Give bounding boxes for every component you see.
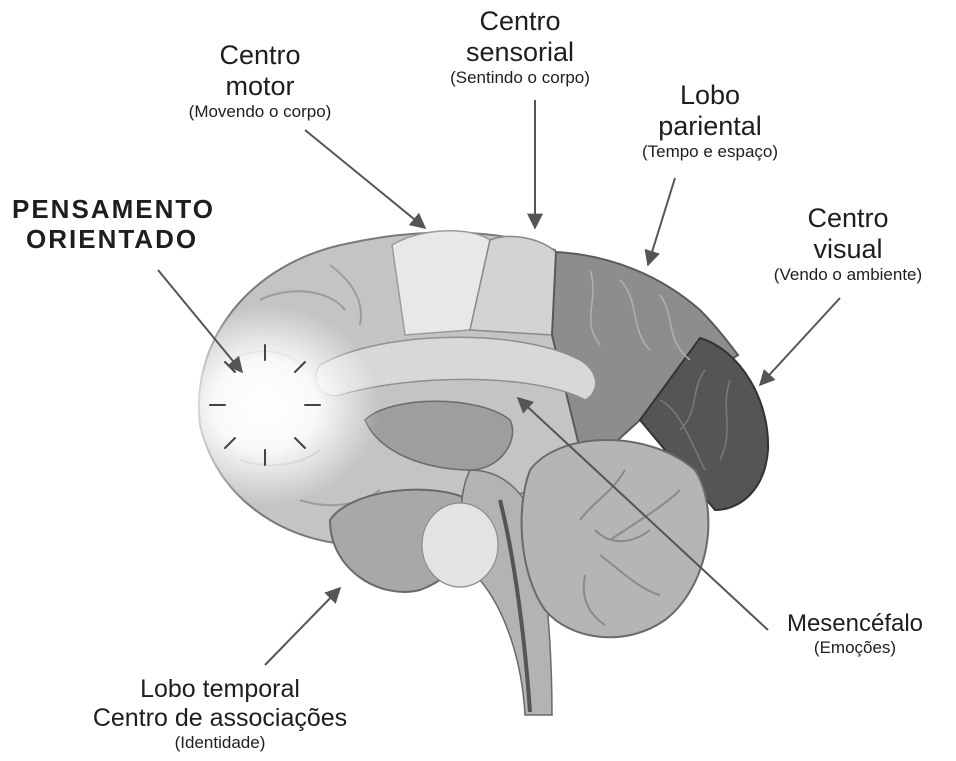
label-sensory: Centro sensorial (Sentindo o corpo): [410, 6, 630, 88]
label-visual: Centro visual (Vendo o ambiente): [742, 203, 954, 285]
label-temporal-sub: (Identidade): [174, 732, 266, 752]
label-temporal-line2: Centro de associações: [92, 703, 348, 732]
label-visual-line1: Centro: [807, 203, 889, 233]
label-thinking-line1: PENSAMENTO: [12, 194, 215, 224]
parietal-arrow: [644, 177, 676, 267]
temporal-arrow: [264, 586, 342, 666]
occipital-lobe: [638, 336, 770, 512]
label-motor-sub: (Movendo o corpo): [188, 102, 332, 122]
label-sensory-line2: sensorial: [465, 37, 575, 68]
thinking-glow: [150, 305, 380, 505]
label-visual-line2: visual: [813, 234, 883, 265]
label-parietal-line1: Lobo: [679, 80, 741, 110]
label-midbrain: Mesencéfalo (Emoções): [760, 610, 950, 657]
label-visual-sub: (Vendo o ambiente): [773, 265, 923, 285]
label-parietal-line2: pariental: [658, 111, 762, 142]
label-motor: Centro motor (Movendo o corpo): [150, 40, 370, 122]
midbrain-arrow: [516, 396, 769, 631]
thalamus: [364, 400, 514, 471]
label-thinking: PENSAMENTO ORIENTADO: [12, 194, 215, 255]
parietal-lobe: [550, 250, 740, 472]
label-temporal: Lobo temporal Centro de associações (Ide…: [60, 675, 380, 752]
visual-arrow: [758, 297, 841, 387]
label-thinking-line2: ORIENTADO: [26, 223, 199, 254]
label-parietal: Lobo pariental (Tempo e espaço): [600, 80, 820, 162]
label-parietal-sub: (Tempo e espaço): [641, 142, 779, 162]
label-sensory-line1: Centro: [479, 6, 561, 36]
thinking-arrow: [157, 269, 244, 374]
label-midbrain-line1: Mesencéfalo: [786, 610, 924, 637]
cerebellum: [520, 439, 710, 639]
label-sensory-sub: (Sentindo o corpo): [450, 68, 590, 88]
label-temporal-line1: Lobo temporal: [140, 675, 300, 703]
label-motor-line1: Centro: [219, 40, 301, 70]
label-motor-line2: motor: [225, 71, 295, 102]
motor-arrow: [304, 129, 427, 230]
label-midbrain-sub: (Emoções): [813, 637, 897, 657]
